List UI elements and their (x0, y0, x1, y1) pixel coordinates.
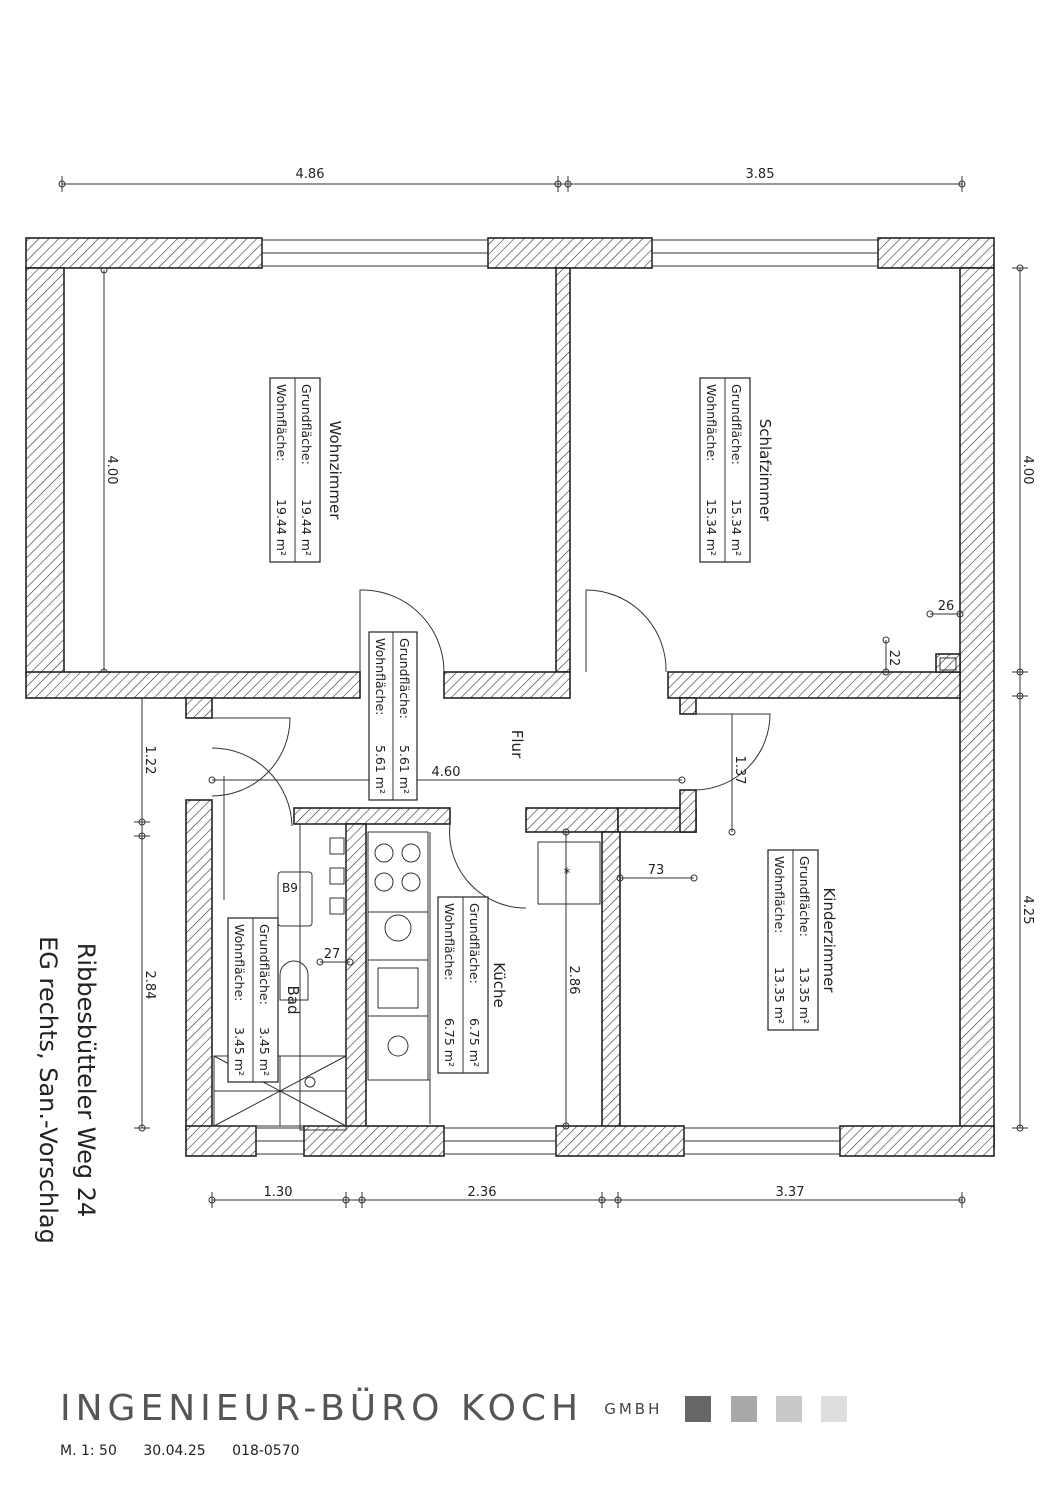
grund-label: Grundfläche: (299, 384, 314, 465)
logo-square-4 (820, 1395, 847, 1422)
dimension-left-lower: 1.22 2.84 (134, 698, 157, 1132)
dimension-right: 4.00 4.25 (1012, 264, 1035, 1132)
grund-label: Grundfläche: (797, 856, 812, 937)
wohn-value: 5.61 m² (373, 745, 388, 794)
room-name: Kinderzimmer (820, 887, 838, 993)
wohn-value: 13.35 m² (772, 967, 787, 1024)
logo-square-1 (685, 1395, 712, 1422)
wohn-label: Wohnfläche: (274, 384, 289, 461)
plan-date: 30.04.25 (143, 1443, 206, 1459)
grund-value: 15.34 m² (729, 499, 744, 556)
kitchen-fixtures: * (367, 831, 601, 1124)
dim-flur-width: 4.60 (432, 765, 461, 780)
company-name: INGENIEUR-BÜRO KOCH (60, 1388, 584, 1429)
dim-bottom-right: 3.37 (776, 1185, 805, 1200)
grund-value: 6.75 m² (467, 1018, 482, 1067)
wohn-label: Wohnfläche: (442, 903, 457, 980)
dim-right-lower: 4.25 (1020, 896, 1035, 925)
dim-top-left: 4.86 (296, 167, 325, 182)
plan-meta: M. 1: 50 30.04.25 018-0570 (60, 1443, 960, 1459)
dim-bottom-left: 1.30 (264, 1185, 293, 1200)
project-address: Ribbesbütteler Weg 24 (72, 943, 100, 1218)
room-wohnzimmer: Wohnzimmer Grundfläche: 19.44 m² Wohnflä… (269, 377, 344, 563)
walls (25, 237, 995, 1157)
dimension-bottom: 1.30 2.36 3.37 (208, 1185, 966, 1208)
dim-right-upper: 4.00 (1020, 456, 1035, 485)
dim-chimney-h: 22 (886, 650, 901, 667)
wohn-label: Wohnfläche: (772, 856, 787, 933)
dim-kinder-offset: 73 (648, 863, 665, 878)
plan-scale: M. 1: 50 (60, 1443, 117, 1459)
doors (211, 589, 771, 909)
room-bad: Bad Grundfläche: 3.45 m² Wohnfläche: 3.4… (227, 917, 302, 1083)
wohn-value: 3.45 m² (232, 1027, 247, 1076)
bath-fixtures: B9 (213, 823, 347, 1131)
grund-value: 3.45 m² (257, 1027, 272, 1076)
wohn-value: 19.44 m² (274, 499, 289, 556)
room-kinderzimmer: Kinderzimmer Grundfläche: 13.35 m² Wohnf… (767, 849, 838, 1031)
floor-plan: 4.86 3.85 4.00 4.25 4.00 1.22 2.84 (25, 167, 1035, 1244)
dim-left-upper: 4.00 (104, 456, 119, 485)
wohn-label: Wohnfläche: (704, 384, 719, 461)
grund-value: 13.35 m² (797, 967, 812, 1024)
company-suffix: GMBH (604, 1399, 663, 1418)
room-name: Wohnzimmer (326, 421, 344, 521)
dim-left-flur: 1.22 (142, 746, 157, 775)
project-title: Ribbesbütteler Weg 24 EG rechts, San.-Vo… (34, 936, 100, 1244)
project-subtitle: EG rechts, San.-Vorschlag (34, 936, 62, 1244)
dim-chimney-w: 26 (938, 599, 955, 614)
room-flur-name: Flur (508, 730, 526, 759)
dim-left-bath: 2.84 (142, 971, 157, 1000)
logo-square-2 (730, 1395, 757, 1422)
title-block: INGENIEUR-BÜRO KOCH GMBH M. 1: 50 30.04.… (60, 1388, 960, 1459)
grund-value: 5.61 m² (397, 745, 412, 794)
wohn-label: Wohnfläche: (373, 638, 388, 715)
grund-label: Grundfläche: (257, 924, 272, 1005)
wohn-value: 15.34 m² (704, 499, 719, 556)
room-name: Bad (284, 985, 302, 1014)
room-name: Schlafzimmer (756, 419, 774, 522)
dimension-internal: 4.60 1.37 2.86 26 22 73 27 (208, 599, 964, 1130)
dim-bottom-mid: 2.36 (468, 1185, 497, 1200)
logo-squares (685, 1395, 860, 1422)
dim-flur-right: 1.37 (732, 756, 747, 785)
dim-top-right: 3.85 (746, 167, 775, 182)
grund-label: Grundfläche: (467, 903, 482, 984)
svg-text:*: * (564, 866, 571, 882)
room-schlafzimmer: Schlafzimmer Grundfläche: 15.34 m² Wohnf… (699, 377, 774, 563)
dimension-left-upper: 4.00 (100, 266, 119, 676)
wohn-value: 6.75 m² (442, 1018, 457, 1067)
svg-text:B9: B9 (282, 881, 298, 895)
grund-label: Grundfläche: (397, 638, 412, 719)
grund-label: Grundfläche: (729, 384, 744, 465)
logo-square-3 (775, 1395, 802, 1422)
grund-value: 19.44 m² (299, 499, 314, 556)
dim-kueche-depth: 2.86 (566, 966, 581, 995)
room-flur-box: Grundfläche: 5.61 m² Wohnfläche: 5.61 m² (368, 631, 418, 801)
wohn-label: Wohnfläche: (232, 924, 247, 1001)
room-name: Küche (490, 962, 508, 1008)
room-kueche: Küche Grundfläche: 6.75 m² Wohnfläche: 6… (437, 896, 508, 1074)
dim-bad-wall: 27 (324, 947, 341, 962)
dimension-top: 4.86 3.85 (58, 167, 966, 192)
plan-number: 018-0570 (232, 1443, 300, 1459)
